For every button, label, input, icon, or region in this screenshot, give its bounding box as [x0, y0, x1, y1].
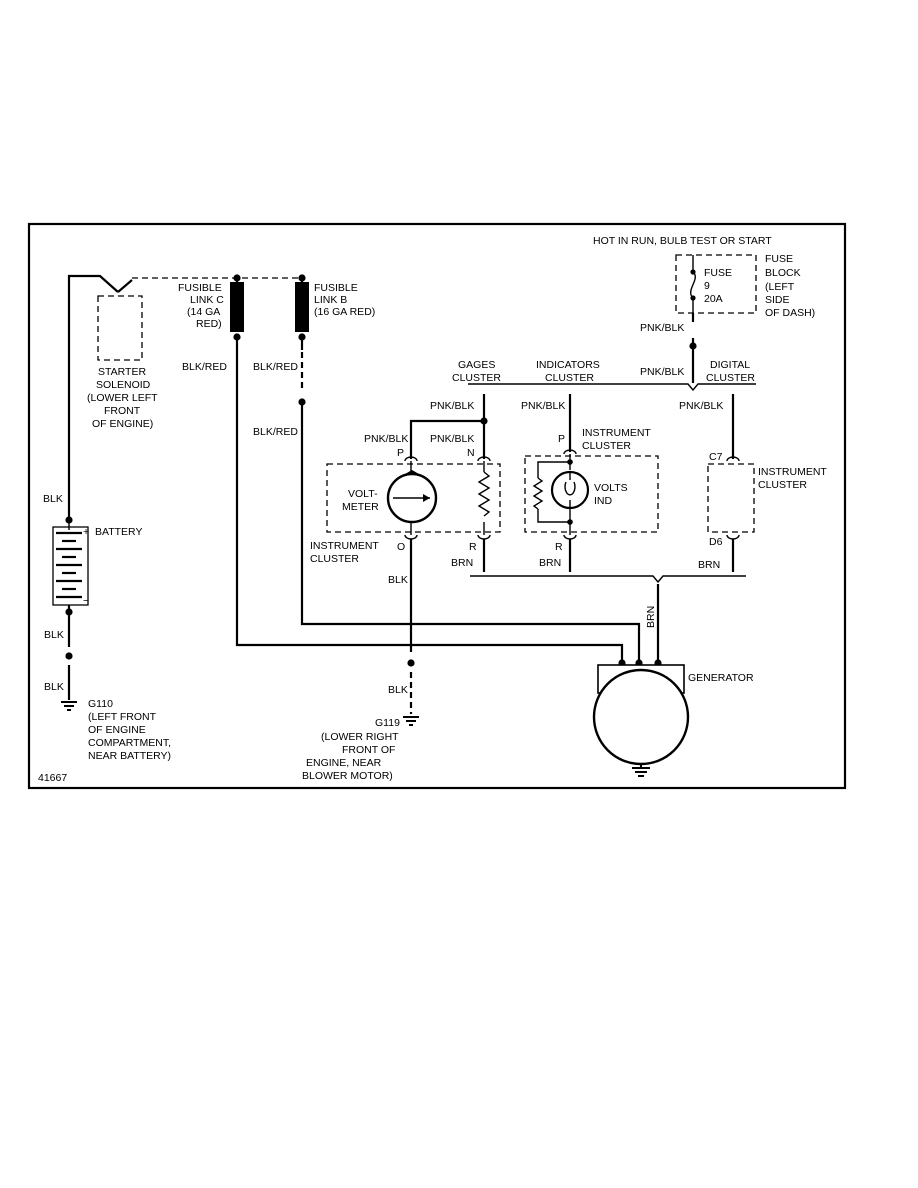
starter-solenoid-box [97, 295, 143, 361]
splice-voltmeter-ground [407, 659, 415, 667]
gages-instrument-cluster-label: INSTRUMENT CLUSTER [310, 540, 382, 565]
pnk-blk-indicators-label: PNK/BLK [521, 400, 565, 412]
digital-cluster-label: DIGITAL CLUSTER [706, 359, 755, 384]
fusible-link-c-label: FUSIBLE LINK C (14 GA RED) [178, 282, 227, 330]
indicators-instrument-cluster-box [524, 455, 659, 533]
fuse-block-box [675, 254, 757, 314]
blk-ground-g110-label: BLK [44, 681, 64, 693]
battery-positive-wire [67, 274, 119, 520]
indicators-instrument-cluster-label: INSTRUMENT CLUSTER [582, 427, 654, 452]
brn-generator-label: BRN [645, 606, 657, 628]
pnk-blk-voltmeter-label: PNK/BLK [364, 433, 408, 445]
volts-indicator-bulb [532, 454, 590, 535]
fusible-link-b-label: FUSIBLE LINK B (16 GA RED) [314, 282, 375, 318]
pin-p-indicators-label: P [558, 433, 565, 445]
fuse-block-label: FUSE BLOCK (LEFT SIDE OF DASH) [765, 253, 815, 319]
svg-text:−: − [83, 595, 89, 607]
gages-cluster-label: GAGES CLUSTER [452, 359, 501, 384]
pnk-blk-gages-top-label: PNK/BLK [430, 400, 474, 412]
splice-battery-ground [65, 652, 73, 660]
generator-symbol [592, 664, 690, 777]
pin-n-label: N [467, 447, 475, 459]
voltmeter-feed-wire [409, 419, 484, 459]
pin-c7-label: C7 [709, 451, 723, 463]
fusible-link-b [295, 282, 309, 332]
fuse-9 [690, 255, 696, 313]
pnk-blk-fuse-lower-label: PNK/BLK [640, 366, 684, 378]
svg-text:+: + [83, 526, 89, 538]
diagram-frame [27, 222, 847, 790]
blk-voltmeter-ground-label: BLK [388, 574, 408, 586]
pin-o-label: O [397, 541, 405, 553]
brn-gages-label: BRN [451, 557, 473, 569]
link-c-wire [235, 337, 624, 663]
ground-g119-icon [403, 716, 419, 726]
voltmeter-gauge [386, 470, 438, 524]
starter-solenoid-label: STARTER SOLENOID (LOWER LEFT FRONT OF EN… [87, 366, 160, 430]
fuse-rating-label: 20A [704, 293, 723, 305]
battery-label: BATTERY [95, 526, 142, 538]
digital-instrument-cluster-box [707, 463, 755, 533]
blk-battery-lower-label: BLK [44, 629, 64, 641]
brn-indicators-label: BRN [539, 557, 561, 569]
ground-g110-icon [61, 701, 77, 711]
splice-fuse-feed [689, 342, 697, 350]
cluster-bracket-top [468, 383, 756, 392]
brn-digital-label: BRN [698, 559, 720, 571]
blk-red-link-c-label: BLK/RED [182, 361, 227, 373]
pin-p-voltmeter-label: P [397, 447, 404, 459]
battery-symbol: + − [52, 516, 89, 607]
blk-red-link-b-lower-label: BLK/RED [253, 426, 298, 438]
figure-number: 41667 [38, 772, 67, 784]
link-b-wire [300, 402, 641, 663]
cluster-bracket-bottom [470, 575, 746, 584]
blk-red-link-b-upper-label: BLK/RED [253, 361, 298, 373]
ground-g110-label: G110 (LEFT FRONT OF ENGINE COMPARTMENT, … [88, 698, 174, 762]
generator-label: GENERATOR [688, 672, 754, 684]
digital-instrument-cluster-label: INSTRUMENT CLUSTER [758, 466, 830, 491]
blk-g119-label: BLK [388, 684, 408, 696]
volts-ind-label: VOLTS IND [594, 482, 631, 507]
hot-in-run-label: HOT IN RUN, BULB TEST OR START [593, 235, 772, 247]
ground-g119-label: G119 (LOWER RIGHT FRONT OF ENGINE, NEAR … [302, 717, 403, 782]
fuse-name-label: FUSE [704, 267, 732, 279]
pnk-blk-fuse-upper-label: PNK/BLK [640, 322, 684, 334]
blk-battery-top-label: BLK [43, 493, 63, 505]
indicators-cluster-label: INDICATORS CLUSTER [536, 359, 603, 384]
pnk-blk-digital-label: PNK/BLK [679, 400, 723, 412]
pnk-blk-gages-n-label: PNK/BLK [430, 433, 474, 445]
pin-r-indicators-label: R [555, 541, 563, 553]
gages-resistor [477, 461, 491, 535]
fusible-link-c [230, 282, 244, 332]
battery-negative-terminal [65, 608, 73, 616]
pin-d6-label: D6 [709, 536, 723, 548]
fuse-number-label: 9 [704, 280, 710, 292]
voltmeter-label: VOLT- METER [342, 488, 380, 513]
pin-r-gages-label: R [469, 541, 477, 553]
